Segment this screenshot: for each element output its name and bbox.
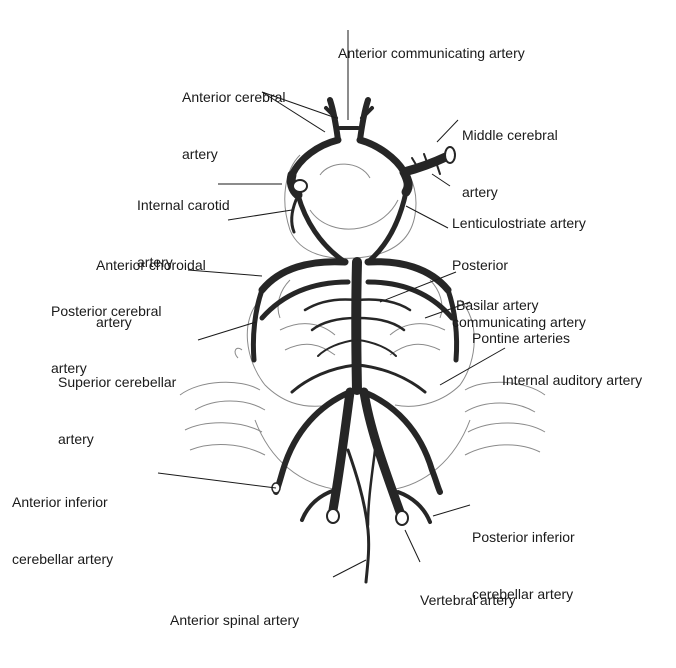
- label-line: Internal auditory artery: [502, 371, 642, 390]
- middle-cerebral-stump: [445, 147, 455, 163]
- anterior-cerebral-artery-right: [360, 100, 368, 140]
- label-line: Superior cerebellar: [58, 373, 176, 392]
- label-line: artery: [58, 430, 176, 449]
- label-line: Middle cerebral: [462, 126, 558, 145]
- label-line: Anterior inferior: [12, 493, 113, 512]
- anterior-spinal-artery: [348, 450, 369, 582]
- label-anterior-spinal-artery: Anterior spinal artery: [170, 573, 299, 668]
- label-anterior-inferior-cerebellar-artery: Anterior inferior cerebellar artery: [12, 455, 113, 607]
- label-line: Internal carotid: [137, 196, 230, 215]
- label-line: Vertebral artery: [420, 591, 516, 610]
- posterior-cerebral-artery-left: [262, 262, 345, 290]
- label-line: cerebellar artery: [12, 550, 113, 569]
- anterior-cerebral-artery-left: [330, 100, 338, 140]
- label-vertebral-artery: Vertebral artery: [420, 553, 516, 648]
- label-anterior-communicating-artery: Anterior communicating artery: [338, 6, 525, 101]
- internal-carotid-artery-right: [404, 172, 408, 192]
- label-line: Anterior cerebral: [182, 88, 286, 107]
- pontine-artery: [305, 299, 356, 310]
- basilar-artery: [356, 262, 357, 390]
- label-line: Anterior communicating artery: [338, 44, 525, 63]
- label-line: Anterior spinal artery: [170, 611, 299, 630]
- label-line: Posterior inferior: [472, 528, 575, 547]
- label-line: Posterior cerebral: [51, 302, 162, 321]
- diagram-stage: Anterior communicating artery Anterior c…: [0, 0, 676, 598]
- label-internal-auditory-artery: Internal auditory artery: [502, 333, 642, 428]
